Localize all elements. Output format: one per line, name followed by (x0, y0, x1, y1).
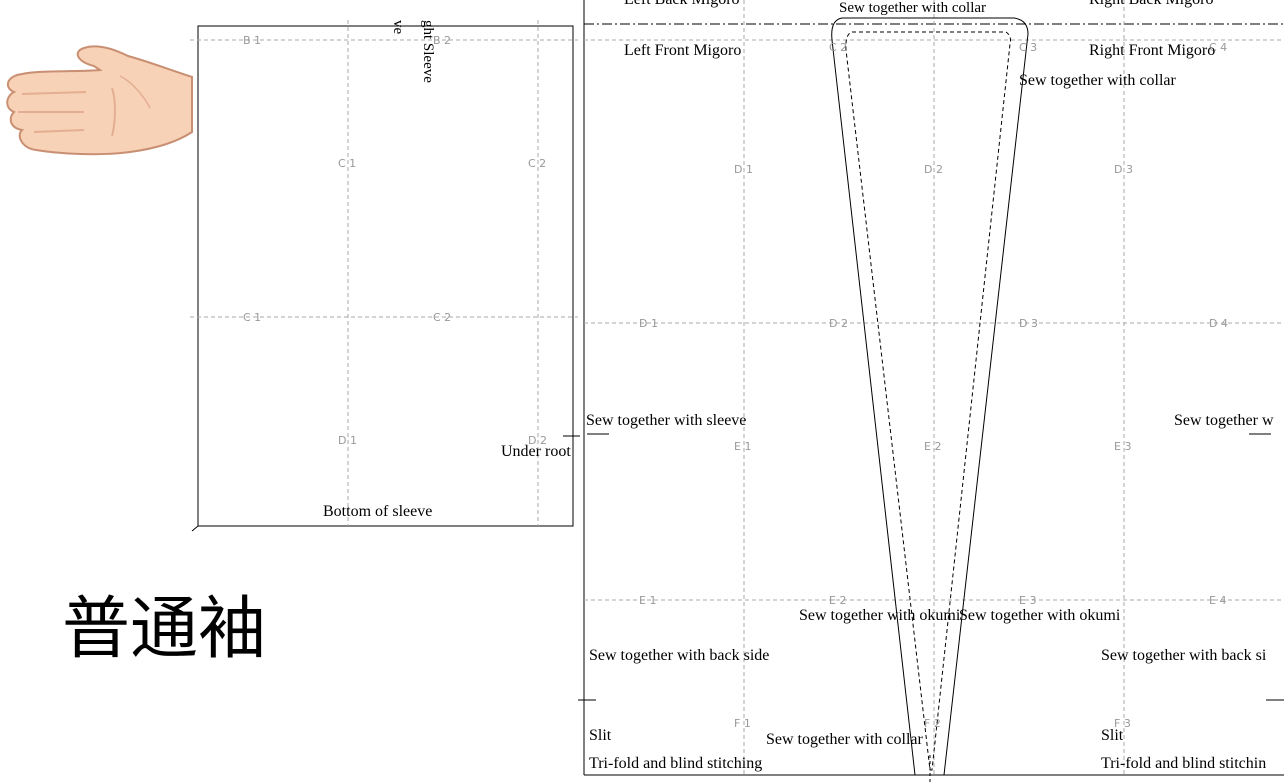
grid-label-e1: E 1 (639, 594, 656, 607)
grid-label-e1r: E 1 (734, 440, 751, 453)
sleeve-panel: B 1 B 2 C 1 C 2 C 1 C 2 D 1 D 2 ght Slee… (190, 20, 580, 532)
grid-label-d4: D 4 (1209, 317, 1228, 330)
grid-label-ce2: C 2 (433, 311, 451, 324)
sleeve-left-label: Sew together with sleeve (586, 412, 746, 429)
grid-label-d2: D 2 (528, 434, 547, 447)
grid-label-d3b: D 3 (1019, 317, 1038, 330)
grid-label-f3: F 3 (1114, 717, 1131, 730)
grid-label-d2r: D 2 (924, 163, 943, 176)
grid-label-d1b: D 1 (639, 317, 658, 330)
sleeve-title-vertical: ght Sleeve (420, 20, 436, 83)
slit-left-label: Slit (589, 727, 612, 744)
pattern-title: 普通袖 (62, 590, 266, 669)
trifold-right-label: Tri-fold and blind stitchin (1101, 755, 1266, 772)
hand-pointer-icon[interactable] (6, 45, 193, 156)
sleeve-title-vertical-partial: ve (390, 20, 406, 35)
grid-label-e2r: E 2 (924, 440, 941, 453)
grid-label-d2b: D 2 (829, 317, 848, 330)
grid-label-c1: C 1 (338, 157, 356, 170)
okumi-left-label: Sew together with okumi (799, 607, 961, 624)
grid-label-e3: E 3 (1019, 594, 1036, 607)
grid-label-f1: F 1 (734, 717, 751, 730)
sleeve-right-label: Sew together w (1174, 412, 1274, 429)
back-side-left-label: Sew together with back side (589, 647, 769, 664)
bottom-of-sleeve-label: Bottom of sleeve (323, 503, 432, 520)
collar-bottom-label: Sew together with collar (766, 731, 924, 748)
grid-label-c2: C 2 (528, 157, 546, 170)
grid-label-c4: C 4 (1209, 41, 1227, 54)
grid-label-d1: D 1 (338, 434, 357, 447)
left-front-migoro-label: Left Front Migoro (624, 42, 741, 59)
slit-right-label: Slit (1101, 727, 1124, 744)
grid-label-e2: E 2 (829, 594, 846, 607)
under-root-label: Under root (501, 443, 571, 460)
collar-right-label: Sew together with collar (1019, 72, 1177, 89)
trifold-left-label: Tri-fold and blind stitching (589, 755, 762, 772)
grid-label-ce1: C 1 (243, 311, 261, 324)
left-back-migoro-label: Left Back Migoro (624, 0, 740, 8)
grid-label-e4: E 4 (1209, 594, 1226, 607)
body-panel: C 2 C 3 C 4 D 1 D 2 D 3 D 1 D 2 D 3 D 4 … (578, 0, 1284, 783)
back-side-right-label: Sew together with back si (1101, 647, 1267, 664)
grid-label-e3r: E 3 (1114, 440, 1131, 453)
grid-label-d3r: D 3 (1114, 163, 1133, 176)
collar-top-label: Sew together with collar (839, 0, 986, 16)
grid-label-f2: F 2 (924, 717, 941, 730)
right-back-migoro-label: Right Back Migoro (1089, 0, 1213, 8)
right-front-migoro-label: Right Front Migoro (1089, 42, 1215, 59)
grid-label-c2b: C 2 (829, 41, 847, 54)
grid-label-c3: C 3 (1019, 41, 1037, 54)
grid-label-b2: B 2 (433, 34, 451, 47)
grid-label-b1: B 1 (243, 34, 261, 47)
grid-label-d1r: D 1 (734, 163, 753, 176)
okumi-right-label: Sew together with okumi (959, 607, 1121, 624)
